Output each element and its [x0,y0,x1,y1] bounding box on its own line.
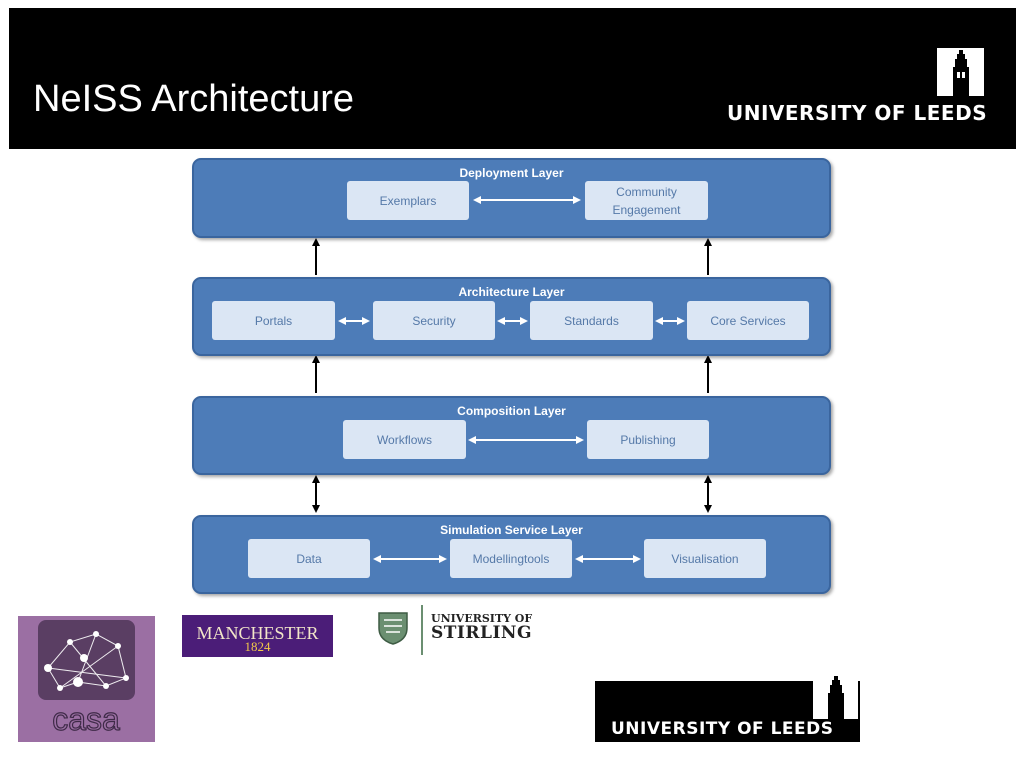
manchester-logo-text: MANCHESTER [196,623,319,643]
node-data: Data [248,539,370,578]
layer-title: Deployment Layer [459,166,564,180]
stirling-logo-line1: UNIVERSITY OF [431,612,533,625]
header-bar [9,8,1016,149]
header-leeds-text: UNIVERSITY OF LEEDS [727,101,988,125]
stirling-logo-line2: STIRLING [431,623,532,643]
node-workflows: Workflows [343,420,466,459]
node-exemplars: Exemplars [347,181,469,220]
layer-title: Composition Layer [457,404,566,418]
node-community-engagement: Community Engagement [585,181,708,220]
manchester-logo-year: 1824 [244,639,271,654]
layer-composition: Composition Layer [192,396,831,475]
node-core-services: Core Services [687,301,809,340]
stirling-divider [421,605,423,655]
leeds-footer-logo: UNIVERSITY OF LEEDS [595,675,860,742]
slide-title: NeISS Architecture [33,78,355,120]
leeds-footer-tower-icon [813,675,858,719]
node-security: Security [373,301,495,340]
layer-title: Simulation Service Layer [440,523,583,537]
layer-title: Architecture Layer [458,285,565,299]
node-modellingtools: Modellingtools [450,539,572,578]
casa-logo-text: casa [52,701,120,737]
manchester-logo: MANCHESTER 1824 [182,615,333,657]
node-publishing: Publishing [587,420,709,459]
stirling-crest-icon [376,610,410,646]
node-standards: Standards [530,301,653,340]
layer-deployment: Deployment Layer [192,158,831,238]
node-portals: Portals [212,301,335,340]
casa-logo: casa [18,616,155,742]
leeds-tower-icon [937,48,984,96]
leeds-footer-text: UNIVERSITY OF LEEDS [611,719,834,739]
node-visualisation: Visualisation [644,539,766,578]
